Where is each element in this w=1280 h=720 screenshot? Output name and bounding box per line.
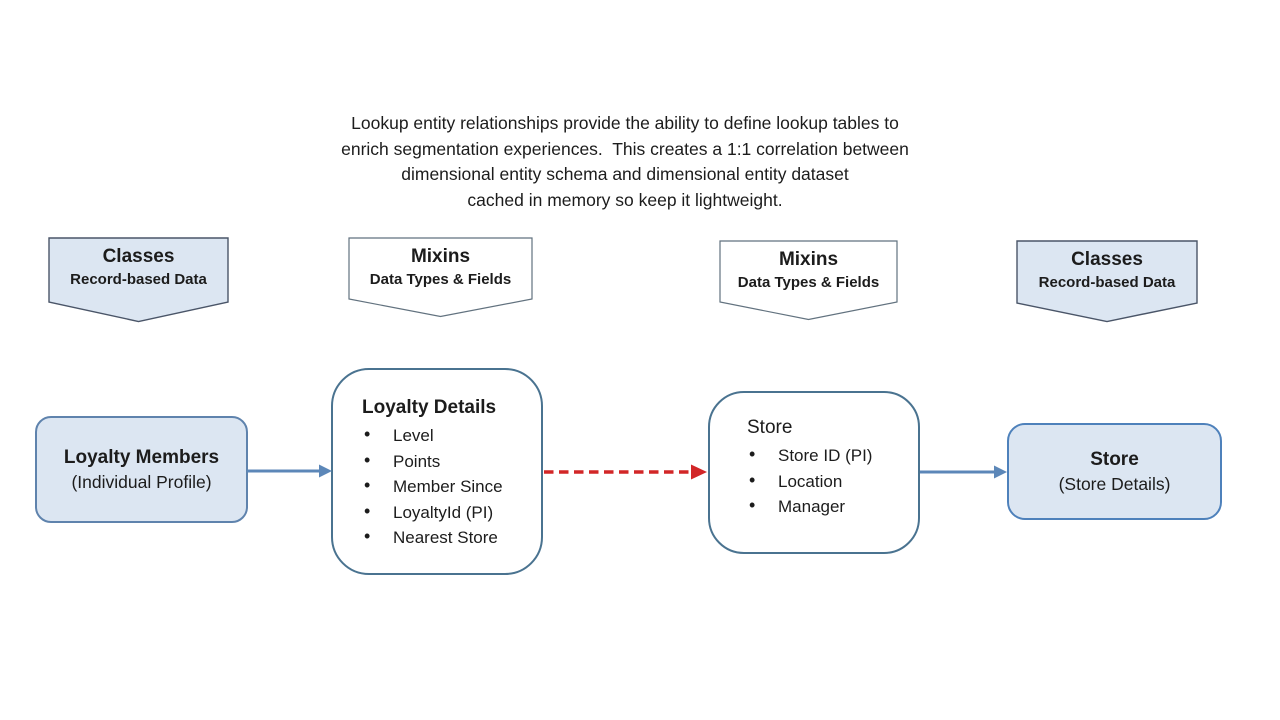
attribute-list: Store ID (PI) Location Manager [747, 442, 908, 520]
description-line: cached in memory so keep it lightweight. [467, 190, 783, 211]
entity-store-schema: Store Store ID (PI) Location Manager [708, 391, 920, 554]
banner-title: Mixins [410, 246, 471, 267]
attribute-item: LoyaltyId (PI) [362, 499, 531, 526]
attribute-item: Nearest Store [362, 524, 531, 551]
entity-subtitle: (Individual Profile) [71, 472, 212, 492]
attribute-item: Manager [747, 493, 908, 520]
attribute-item: Store ID (PI) [747, 442, 908, 469]
attribute-item: Level [362, 422, 531, 449]
banner-title: Mixins [778, 249, 839, 270]
arrow-lookup-relationship [544, 464, 707, 480]
attribute-item: Member Since [362, 473, 531, 500]
banner-classes-left: Classes Record-based Data [48, 237, 229, 323]
chevron-down-shape [348, 237, 533, 318]
banner-classes-right: Classes Record-based Data [1016, 240, 1198, 323]
banner-subtitle: Data Types & Fields [737, 274, 880, 291]
entity-title: Loyalty Details [362, 397, 497, 418]
description-line: enrich segmentation experiences. This cr… [341, 138, 909, 159]
banner-mixins-left: Mixins Data Types & Fields [348, 237, 533, 318]
chevron-down-shape [719, 240, 898, 321]
entity-title: Store [1090, 449, 1139, 470]
chevron-down-shape [48, 237, 229, 323]
banner-subtitle: Record-based Data [70, 271, 207, 288]
arrow-store-to-details [920, 465, 1007, 479]
arrow-members-to-details [247, 464, 332, 478]
entity-title: Store [747, 417, 793, 438]
entity-title: Loyalty Members [63, 447, 220, 468]
banner-title: Classes [102, 246, 175, 267]
attribute-item: Location [747, 468, 908, 495]
entity-subtitle: (Store Details) [1058, 474, 1171, 494]
attribute-item: Points [362, 448, 531, 475]
entity-store-details: Store (Store Details) [1007, 423, 1222, 520]
banner-mixins-right: Mixins Data Types & Fields [719, 240, 898, 321]
banner-subtitle: Record-based Data [1038, 274, 1176, 291]
description-line: dimensional entity schema and dimensiona… [401, 164, 849, 185]
entity-loyalty-details: Loyalty Details Level Points Member Sinc… [331, 368, 543, 575]
attribute-list: Level Points Member Since LoyaltyId (PI)… [362, 422, 531, 551]
description-line: Lookup entity relationships provide the … [351, 113, 899, 133]
banner-title: Classes [1071, 249, 1143, 270]
banner-subtitle: Data Types & Fields [369, 271, 512, 288]
description-text: Lookup entity relationships provide the … [170, 111, 1080, 214]
entity-loyalty-members: Loyalty Members (Individual Profile) [35, 416, 248, 523]
chevron-down-shape [1016, 240, 1198, 323]
